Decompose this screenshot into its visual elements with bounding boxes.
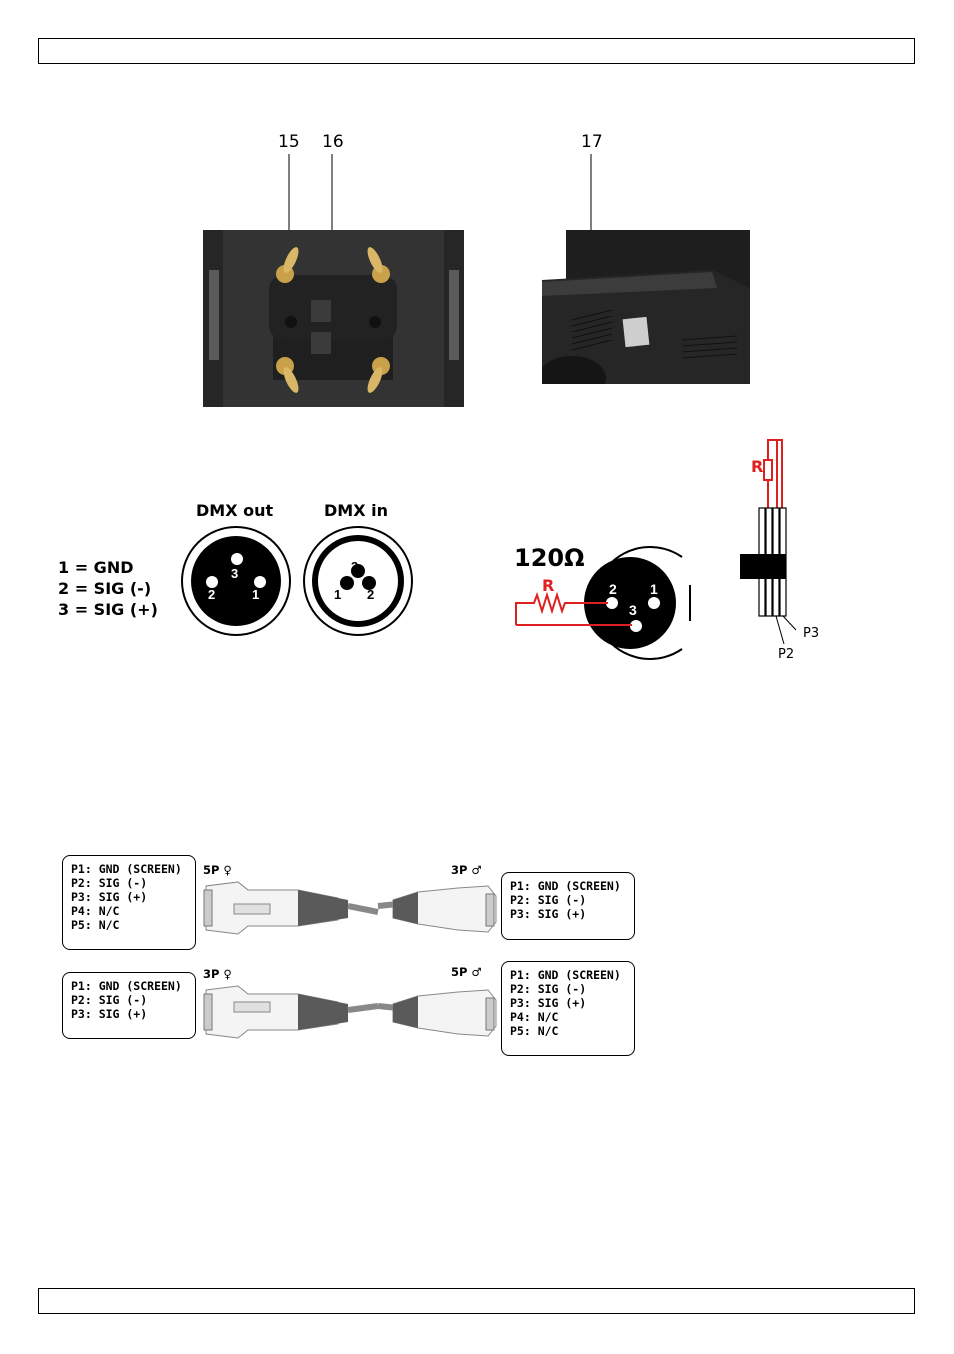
adapter2-right-pin: P2: SIG (-) <box>510 982 587 996</box>
footer-box <box>38 1288 915 1314</box>
terminator-side-view <box>740 439 797 645</box>
adapter1-left-pin: P1: GND (SCREEN) <box>71 862 182 876</box>
resistor-label: R <box>542 576 555 595</box>
adapter1-left-pin: P2: SIG (-) <box>71 876 148 890</box>
dmx-out-pin-1: 1 <box>252 587 260 602</box>
dmx-out-pin-3: 3 <box>231 566 239 581</box>
adapter2-left-pin: P3: SIG (+) <box>71 1007 148 1021</box>
dmx-in-connector <box>303 526 413 636</box>
adapter2-right-pin: P4: N/C <box>510 1010 559 1024</box>
bracket-photo <box>203 230 464 407</box>
adapter1-right-pin: P1: GND (SCREEN) <box>510 879 621 893</box>
adapter2-cable <box>203 985 497 1039</box>
callout-16: 16 <box>322 132 344 152</box>
callout-15: 15 <box>278 132 300 152</box>
term-pin-2: 2 <box>609 581 617 597</box>
callout-17: 17 <box>581 132 603 152</box>
dmx-in-pin-2: 2 <box>367 587 375 602</box>
adapter1-left-pin-box: P1: GND (SCREEN) P2: SIG (-) P3: SIG (+)… <box>62 855 196 950</box>
legend-sig-plus: 3 = SIG (+) <box>58 600 158 619</box>
p3-label: P3 <box>803 626 820 641</box>
adapter1-left-pin: P4: N/C <box>71 904 120 918</box>
adapter1-right-connector: 3P ♂ <box>451 863 482 877</box>
adapter2-left-pin: P1: GND (SCREEN) <box>71 979 182 993</box>
term-pin-3: 3 <box>629 602 637 618</box>
dmx-in-pin-3: 3 <box>351 559 359 574</box>
terminator-connector <box>515 546 691 660</box>
adapter1-cable <box>203 881 497 935</box>
adapter1-left-pin: P5: N/C <box>71 918 120 932</box>
dmx-in-label: DMX in <box>324 501 388 520</box>
header-box <box>38 38 915 64</box>
resistance-label: 120Ω <box>514 544 585 572</box>
legend-gnd: 1 = GND <box>58 558 134 577</box>
dmx-out-label: DMX out <box>196 501 274 520</box>
pin-legend: 1 = GND 2 = SIG (-) 3 = SIG (+) <box>58 557 158 620</box>
adapter1-right-pin-box: P1: GND (SCREEN) P2: SIG (-) P3: SIG (+) <box>501 872 635 940</box>
legend-sig-minus: 2 = SIG (-) <box>58 579 152 598</box>
adapter2-left-connector: 3P ♀ <box>203 967 232 981</box>
dmx-in-pin-1: 1 <box>334 587 342 602</box>
side-resistor-label: R <box>751 457 764 476</box>
adapter1-left-pin: P3: SIG (+) <box>71 890 148 904</box>
adapter2-right-pin: P5: N/C <box>510 1024 559 1038</box>
adapter2-left-pin-box: P1: GND (SCREEN) P2: SIG (-) P3: SIG (+) <box>62 972 196 1039</box>
dmx-out-connector <box>181 526 291 636</box>
adapter2-right-connector: 5P ♂ <box>451 965 482 979</box>
adapter2-right-pin-box: P1: GND (SCREEN) P2: SIG (-) P3: SIG (+)… <box>501 961 635 1056</box>
term-pin-1: 1 <box>650 581 658 597</box>
fixture-photo <box>542 230 750 384</box>
callout-lines <box>288 154 592 292</box>
adapter1-right-pin: P3: SIG (+) <box>510 907 587 921</box>
adapter1-left-connector: 5P ♀ <box>203 863 232 877</box>
adapter1-right-pin: P2: SIG (-) <box>510 893 587 907</box>
dmx-out-pin-2: 2 <box>208 587 216 602</box>
adapter2-left-pin: P2: SIG (-) <box>71 993 148 1007</box>
p2-label: P2 <box>778 647 795 662</box>
adapter2-right-pin: P3: SIG (+) <box>510 996 587 1010</box>
adapter2-right-pin: P1: GND (SCREEN) <box>510 968 621 982</box>
